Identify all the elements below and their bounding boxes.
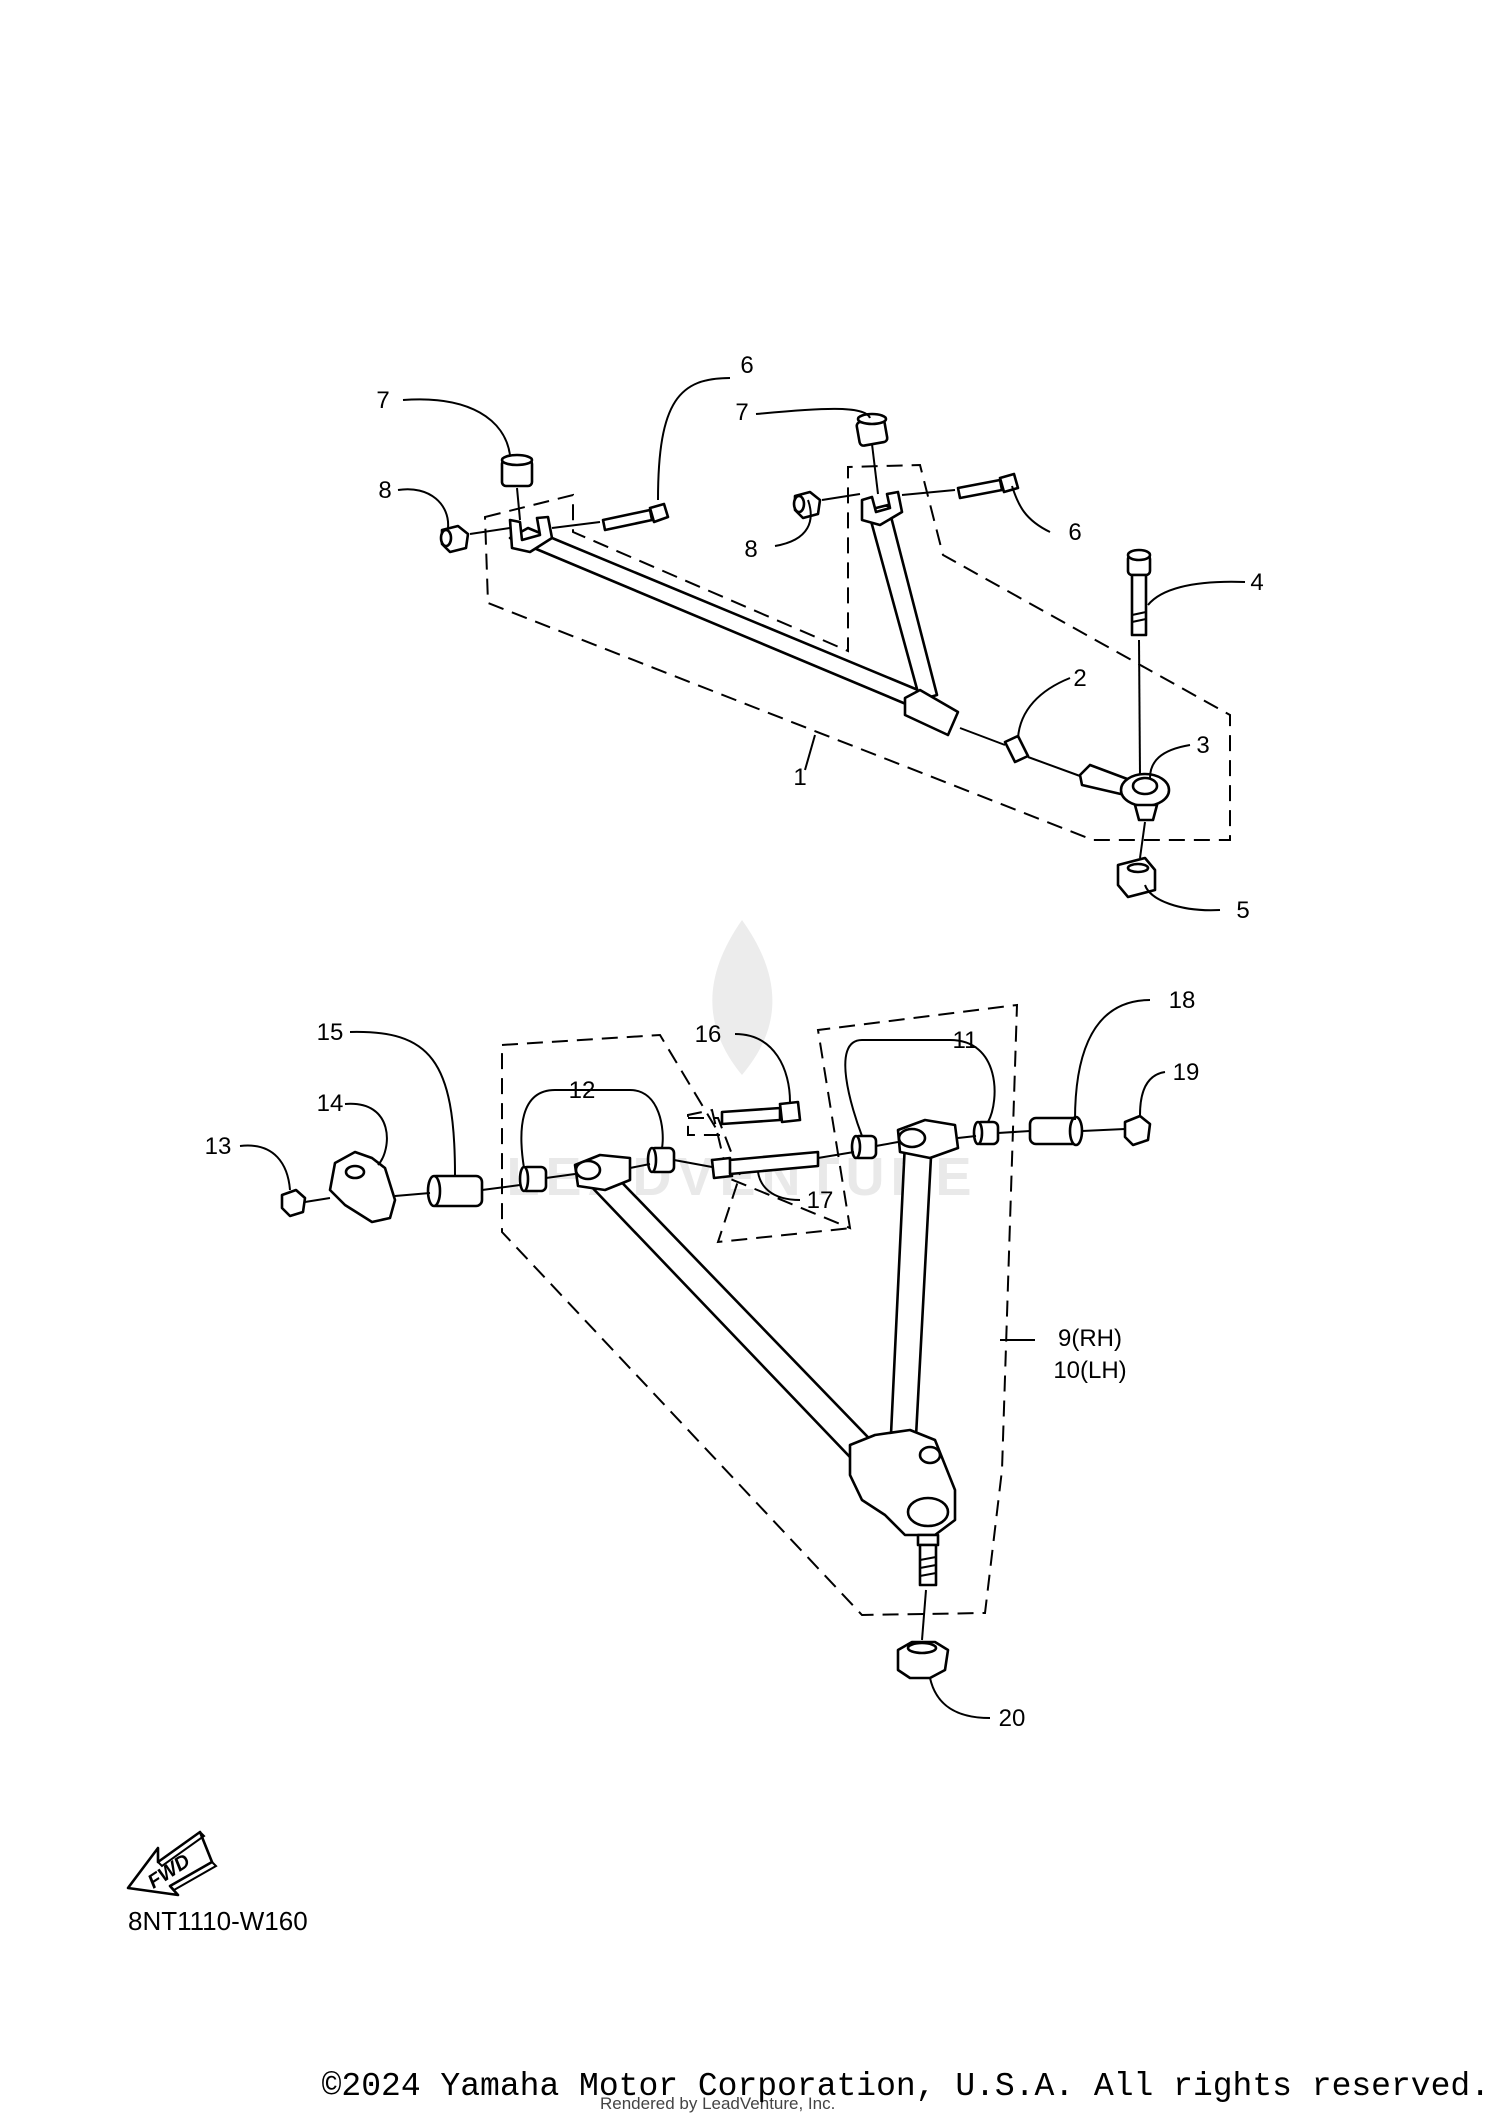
lower-arm-ball-joint: [848, 1428, 957, 1587]
diagram-code: 8NT1110-W160: [128, 1906, 308, 1936]
lower-arm-assembly: [280, 1003, 1152, 1680]
callout-14: 14: [317, 1090, 344, 1117]
nut-20: [896, 1640, 950, 1680]
callout-1: 1: [793, 764, 806, 791]
leader-lines: [239, 377, 1246, 1719]
bushing-12-left: [518, 1165, 548, 1193]
upper-arm-sleeve: [903, 688, 960, 737]
callout-12: 12: [569, 1077, 596, 1104]
bushing-7-left: [500, 453, 534, 488]
callout-7-right: 7: [735, 399, 748, 426]
callout-15: 15: [317, 1019, 344, 1046]
bolt-6-left: [601, 502, 670, 532]
nut-19: [1123, 1114, 1152, 1147]
lower-arm-group-outline: [501, 1003, 1019, 1617]
nut-13: [280, 1188, 307, 1218]
bushing-12-right: [646, 1146, 676, 1174]
flange-nut-8-right: [792, 490, 822, 520]
callout-16: 16: [695, 1021, 722, 1048]
lower-arm-rear-tube: [583, 1163, 892, 1480]
flame-icon: [712, 920, 773, 1075]
rendered-by-text: Rendered by LeadVenture, Inc.: [600, 2094, 836, 2113]
callout-10-lh: 10(LH): [1053, 1357, 1126, 1384]
bushing-11-right: [972, 1120, 1000, 1146]
callout-3: 3: [1196, 732, 1209, 759]
bushing-11-left: [850, 1134, 878, 1160]
callouts: 7 8 6 7 8 6 4 2 3 1 5 15 14 13 12 16 11 …: [205, 352, 1264, 1732]
callout-11: 11: [953, 1027, 978, 1054]
flange-nut-8-left: [439, 524, 470, 554]
callout-18: 18: [1169, 987, 1196, 1014]
callout-4: 4: [1250, 569, 1263, 596]
callout-17: 17: [807, 1187, 834, 1214]
upper-arm-front-tube: [866, 503, 939, 702]
bracket-14: [328, 1150, 397, 1224]
callout-7-left: 7: [376, 387, 389, 414]
callout-13: 13: [205, 1133, 232, 1160]
collar-18: [1028, 1115, 1084, 1147]
collar-2: [1003, 734, 1030, 764]
upper-arm-front-bracket: [860, 490, 904, 527]
ball-joint-3: [1078, 763, 1171, 822]
bolt-6-right: [956, 472, 1020, 500]
lower-arm-front-boss: [896, 1118, 960, 1160]
callout-5: 5: [1236, 897, 1249, 924]
bolt-16: [720, 1100, 802, 1126]
copyright-text: ©2024 Yamaha Motor Corporation, U.S.A. A…: [321, 2068, 1490, 2105]
lower-arm-rear-boss: [573, 1153, 632, 1192]
fwd-arrow-icon: [126, 1830, 214, 1897]
bushing-7-right: [855, 412, 889, 447]
callout-8-right: 8: [744, 536, 757, 563]
forward-arrow: FWD: [126, 1830, 218, 1897]
bolt-17: [710, 1150, 820, 1180]
callout-20: 20: [999, 1705, 1026, 1732]
callout-19: 19: [1173, 1059, 1200, 1086]
bolt-4: [1126, 548, 1152, 637]
callout-6-right: 6: [1068, 519, 1081, 546]
upper-arm-group-outline: [483, 463, 1231, 841]
callout-9-rh: 9(RH): [1058, 1325, 1122, 1352]
upper-arm-rear-bracket: [508, 515, 554, 554]
callout-6-left: 6: [740, 352, 753, 379]
callout-2: 2: [1073, 665, 1086, 692]
upper-arm-assembly: [439, 412, 1231, 899]
callout-8-left: 8: [378, 477, 391, 504]
collar-15: [426, 1174, 484, 1208]
upper-arm-rear-tube: [508, 526, 932, 714]
lower-arm-bolt-outline: [688, 1117, 853, 1244]
